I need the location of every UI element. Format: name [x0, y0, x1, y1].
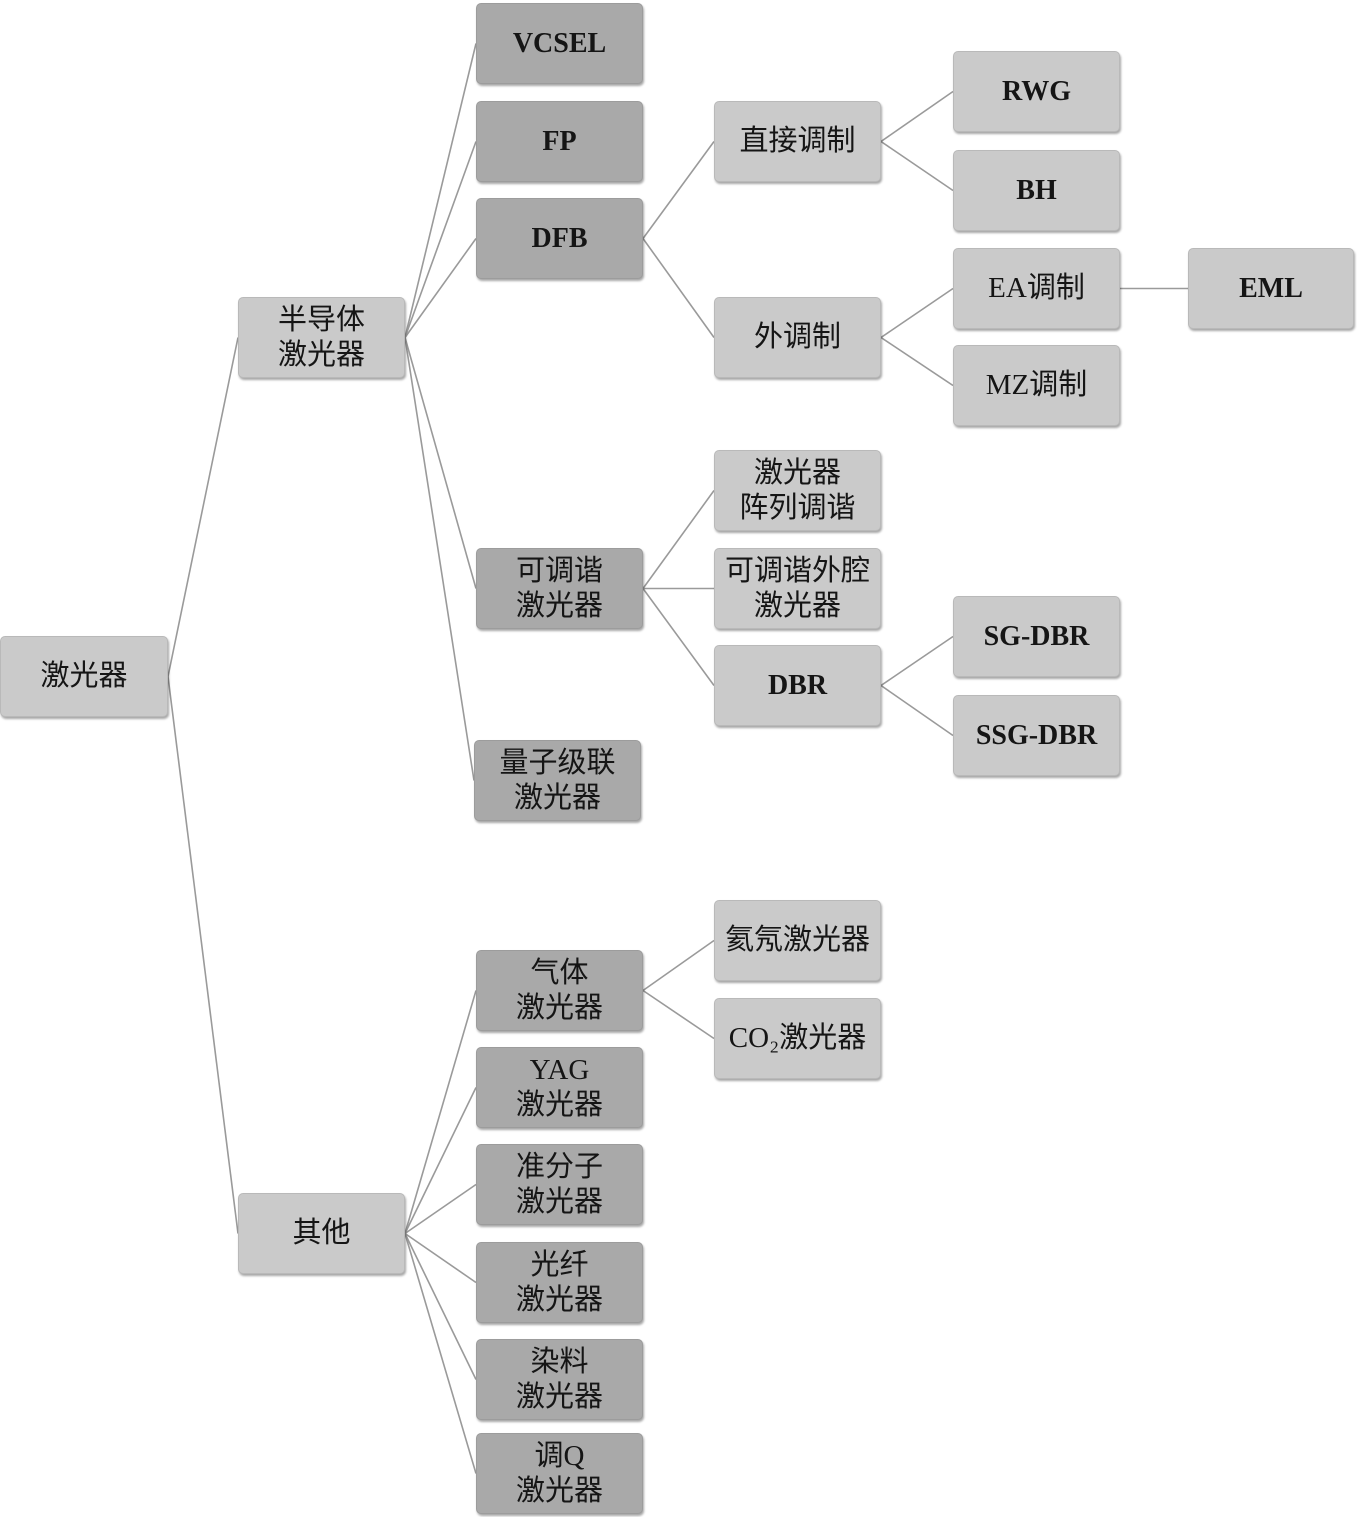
edge-tunable-laser-to-laser-array-tuning [642, 490, 715, 589]
node-vcsel: VCSEL [476, 3, 643, 84]
edge-tunable-laser-to-dbr [642, 588, 715, 686]
node-bh: BH [953, 150, 1120, 231]
edge-dfb-to-direct-modulation [642, 141, 715, 239]
edge-external-modulation-to-mz-modulation [880, 336, 954, 387]
node-excimer-laser: 准分子 激光器 [476, 1144, 643, 1225]
edge-other-to-excimer-laser [404, 1183, 477, 1235]
edge-semiconductor-laser-to-fp [404, 141, 477, 338]
node-dbr: DBR [714, 645, 881, 726]
edge-other-to-q-switched-laser [404, 1233, 477, 1474]
edge-external-modulation-to-ea-modulation [880, 287, 954, 339]
edge-laser-to-semiconductor-laser [167, 337, 239, 677]
edge-other-to-dye-laser [404, 1233, 477, 1380]
node-dfb: DFB [476, 198, 643, 279]
node-direct-modulation: 直接调制 [714, 101, 881, 182]
node-q-switched-laser: 调Q 激光器 [476, 1433, 643, 1514]
edge-other-to-fiber-laser [404, 1232, 477, 1284]
node-mz-modulation: MZ调制 [953, 345, 1120, 426]
edge-other-to-yag-laser [404, 1087, 477, 1234]
edge-semiconductor-laser-to-dfb [404, 238, 477, 338]
node-gas-laser: 气体 激光器 [476, 950, 643, 1031]
edge-semiconductor-laser-to-tunable-laser [404, 337, 477, 589]
edge-gas-laser-to-co2-laser [642, 989, 715, 1040]
edge-dfb-to-external-modulation [642, 238, 715, 338]
node-fp: FP [476, 101, 643, 182]
node-ea-modulation: EA调制 [953, 248, 1120, 329]
edge-semiconductor-laser-to-vcsel [404, 43, 477, 338]
edge-gas-laser-to-helium-neon-laser [642, 939, 715, 992]
edge-direct-modulation-to-rwg [880, 90, 954, 143]
edge-direct-modulation-to-bh [880, 140, 954, 192]
node-sg-dbr: SG-DBR [953, 596, 1120, 677]
node-laser: 激光器 [0, 636, 168, 717]
edge-dbr-to-ssg-dbr [880, 684, 954, 737]
node-external-modulation: 外调制 [714, 297, 881, 378]
node-tunable-laser: 可调谐 激光器 [476, 548, 643, 629]
node-tunable-external-cavity-laser: 可调谐外腔 激光器 [714, 548, 881, 629]
node-helium-neon-laser: 氦氖激光器 [714, 900, 881, 981]
edge-dbr-to-sg-dbr [880, 635, 954, 687]
node-other: 其他 [238, 1193, 405, 1274]
node-laser-array-tuning: 激光器 阵列调谐 [714, 450, 881, 531]
node-semiconductor-laser: 半导体 激光器 [238, 297, 405, 378]
node-quantum-cascade-laser: 量子级联 激光器 [474, 740, 641, 821]
edge-laser-to-other [167, 676, 239, 1234]
node-eml: EML [1188, 248, 1354, 329]
node-dye-laser: 染料 激光器 [476, 1339, 643, 1420]
node-rwg: RWG [953, 51, 1120, 132]
edge-semiconductor-laser-to-quantum-cascade-laser [404, 337, 475, 781]
node-co2-laser: CO₂激光器 [714, 998, 881, 1079]
node-yag-laser: YAG 激光器 [476, 1047, 643, 1128]
node-ssg-dbr: SSG-DBR [953, 695, 1120, 776]
node-fiber-laser: 光纤 激光器 [476, 1242, 643, 1323]
edge-other-to-gas-laser [404, 990, 477, 1234]
